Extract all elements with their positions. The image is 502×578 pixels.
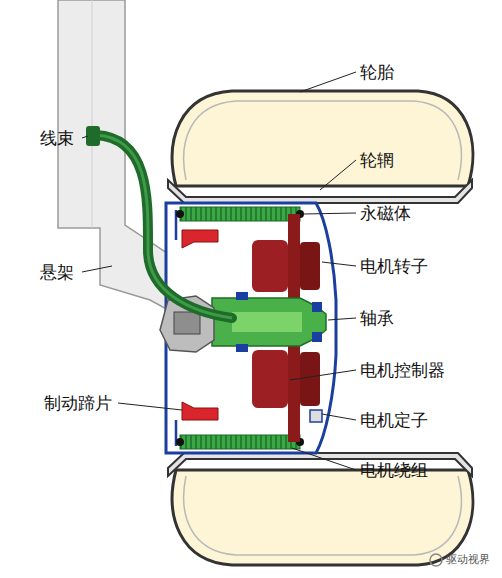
part-label: 轮胎 [360,62,394,82]
motor-housing [166,203,336,453]
tyre-inner-line [184,476,462,555]
bearing [312,332,322,342]
rim-shape [168,180,472,203]
stator-block [300,352,320,406]
tyre-section [172,470,473,565]
wire-harness-core [96,135,232,318]
leader-lines [82,72,356,470]
part-label: 悬架 [40,262,74,282]
part-label: 轴承 [360,308,394,328]
watermark-icon [430,554,442,566]
part-label: 电机控制器 [360,360,445,380]
magnet-dot [176,210,184,218]
ball-joint [174,312,200,334]
stator-block [300,242,320,290]
watermark: 驱动视界 [446,553,490,566]
controller-block [252,350,288,408]
bearing [236,344,248,352]
brake-shoe [182,402,218,420]
harness-plug [86,126,100,146]
part-label: 电机转子 [360,256,428,276]
tyre-section [172,91,473,186]
part-label: 制动蹄片 [44,393,112,413]
brake-shoe [182,230,218,248]
tyre-inner-line [184,101,462,180]
part-label: 电机绕组 [360,460,428,480]
bolt [310,410,322,422]
bearing [236,292,248,300]
winding-band [180,435,300,449]
part-label: 电机定子 [360,410,428,430]
part-label: 轮辋 [360,150,394,170]
controller-block [252,240,288,292]
winding-band [180,207,300,221]
bearing [312,302,322,312]
shaft-highlight [232,312,302,332]
magnet-dot [176,438,184,446]
suspension-edge [92,0,93,228]
part-label: 线束 [40,128,74,148]
wire-harness [96,135,232,318]
part-label: 永磁体 [360,203,411,223]
